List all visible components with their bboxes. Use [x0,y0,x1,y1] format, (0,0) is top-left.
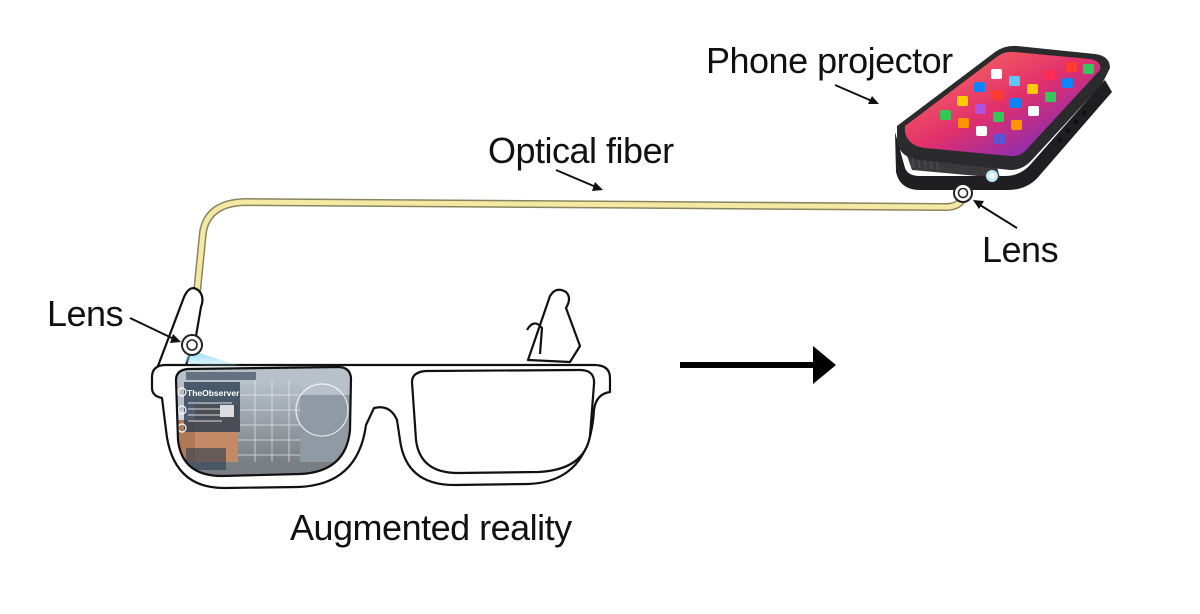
left-lens-outline [174,365,353,478]
pointer-arrows [129,84,1018,343]
label-lens-right: Lens [982,229,1059,270]
label-phone-projector: Phone projector [706,40,953,81]
optical-fiber-cable [188,192,968,346]
lens-right-icon [953,183,973,203]
label-augmented-reality: Augmented reality [290,507,572,548]
label-optical-fiber: Optical fiber [488,130,674,171]
pointer-optical-fiber [555,169,603,191]
label-lens-left: Lens [47,293,124,334]
lens-left-icon [181,334,203,356]
pointer-lens-left [129,317,181,343]
ar-header: TheObserver [187,388,240,398]
right-arrow-icon [680,346,836,384]
pointer-phone-projector [834,84,879,104]
pointer-lens-right [973,200,1018,229]
augmented-reality-view: TheObserver [176,367,351,476]
phone-projector [895,45,1112,190]
app-icons-grid [940,62,1094,144]
